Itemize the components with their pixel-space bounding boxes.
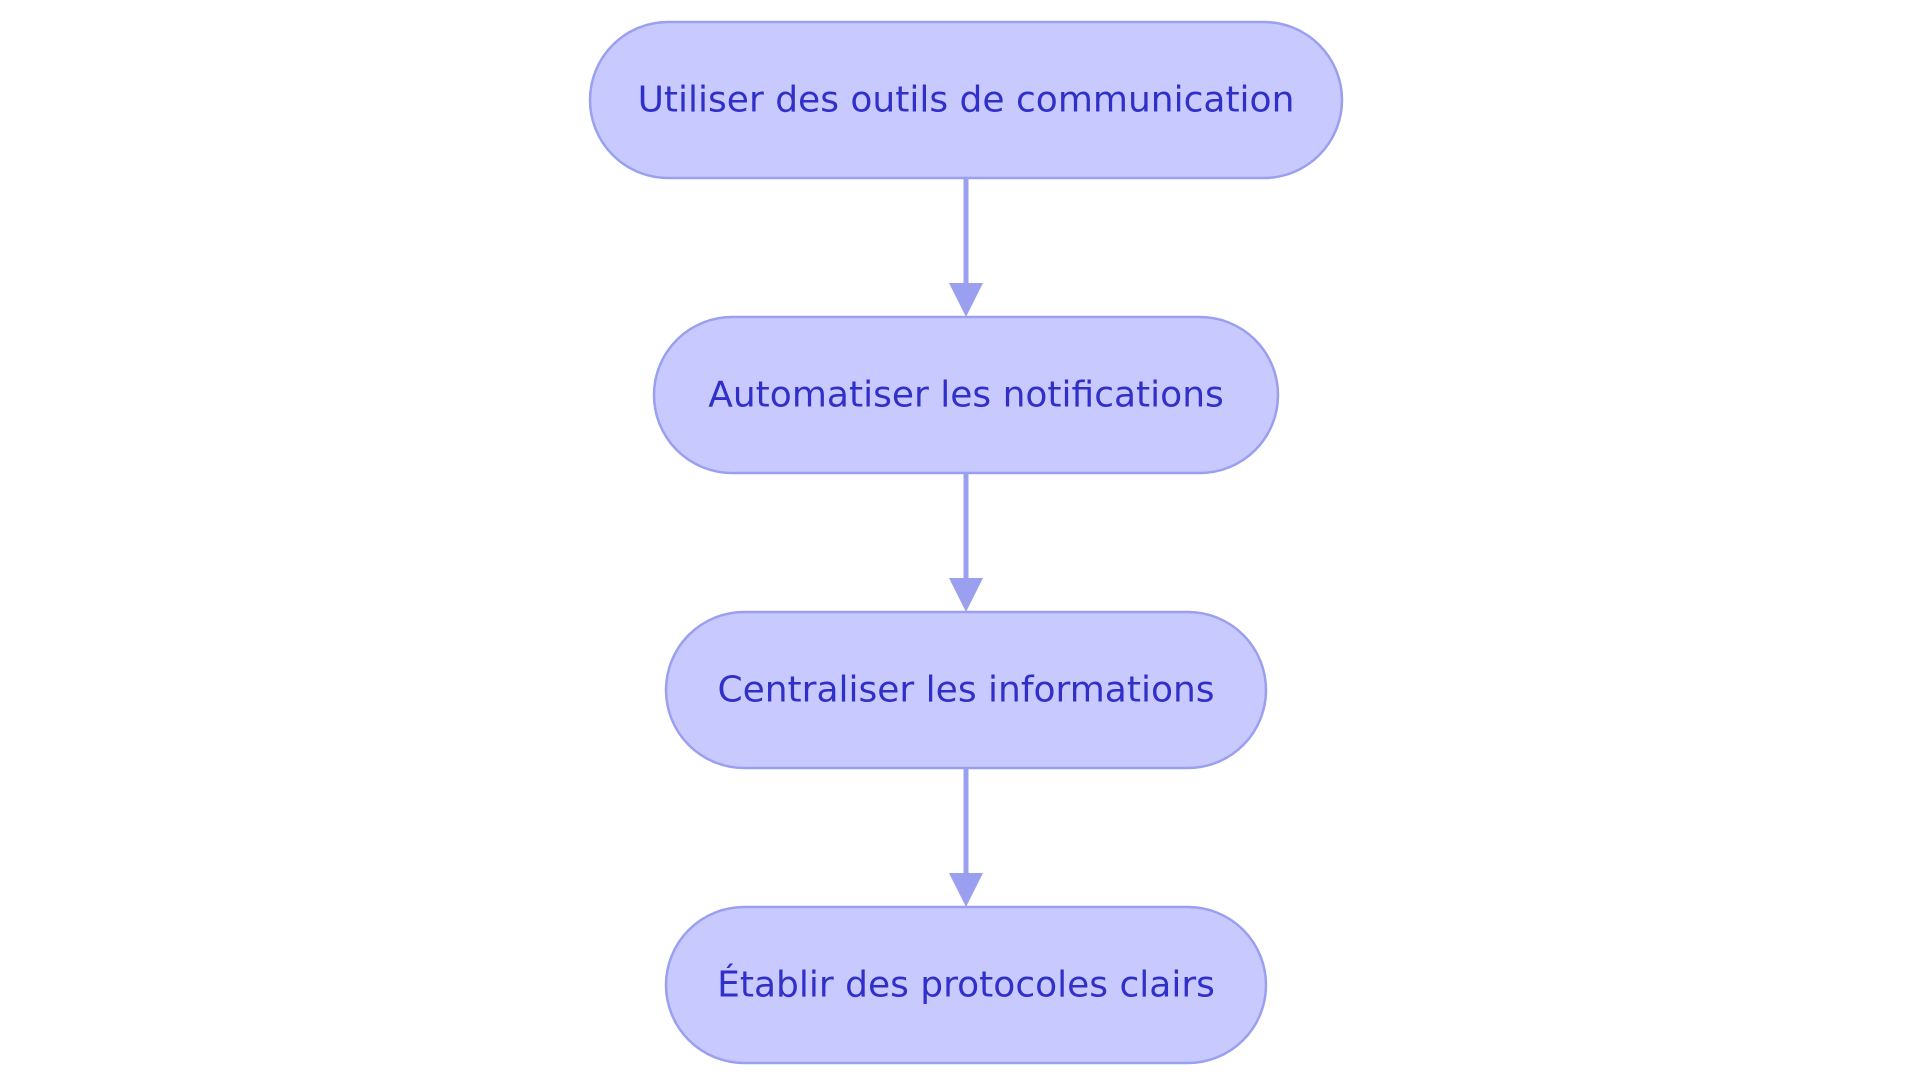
flow-arrow-2 [949, 473, 983, 612]
flow-node-label: Centraliser les informations [717, 670, 1214, 711]
flow-arrow-3 [949, 768, 983, 907]
flow-node-shape [652, 315, 1280, 475]
arrowhead-icon [949, 578, 983, 612]
flow-arrow-1 [949, 178, 983, 317]
flow-node-4: Établir des protocoles clairs [664, 905, 1268, 1065]
edges-layer [949, 178, 983, 907]
nodes-layer: Utiliser des outils de communicationAuto… [588, 20, 1344, 1065]
flow-node-shape [588, 20, 1344, 180]
flow-node-label: Établir des protocoles clairs [717, 964, 1215, 1006]
flow-node-2: Automatiser les notifications [652, 315, 1280, 475]
flow-node-shape [664, 905, 1268, 1065]
flow-node-label: Automatiser les notifications [708, 375, 1224, 416]
flow-node-label: Utiliser des outils de communication [638, 80, 1295, 121]
flow-node-1: Utiliser des outils de communication [588, 20, 1344, 180]
arrowhead-icon [949, 283, 983, 317]
arrowhead-icon [949, 873, 983, 907]
flow-node-3: Centraliser les informations [664, 610, 1268, 770]
flow-node-shape [664, 610, 1268, 770]
